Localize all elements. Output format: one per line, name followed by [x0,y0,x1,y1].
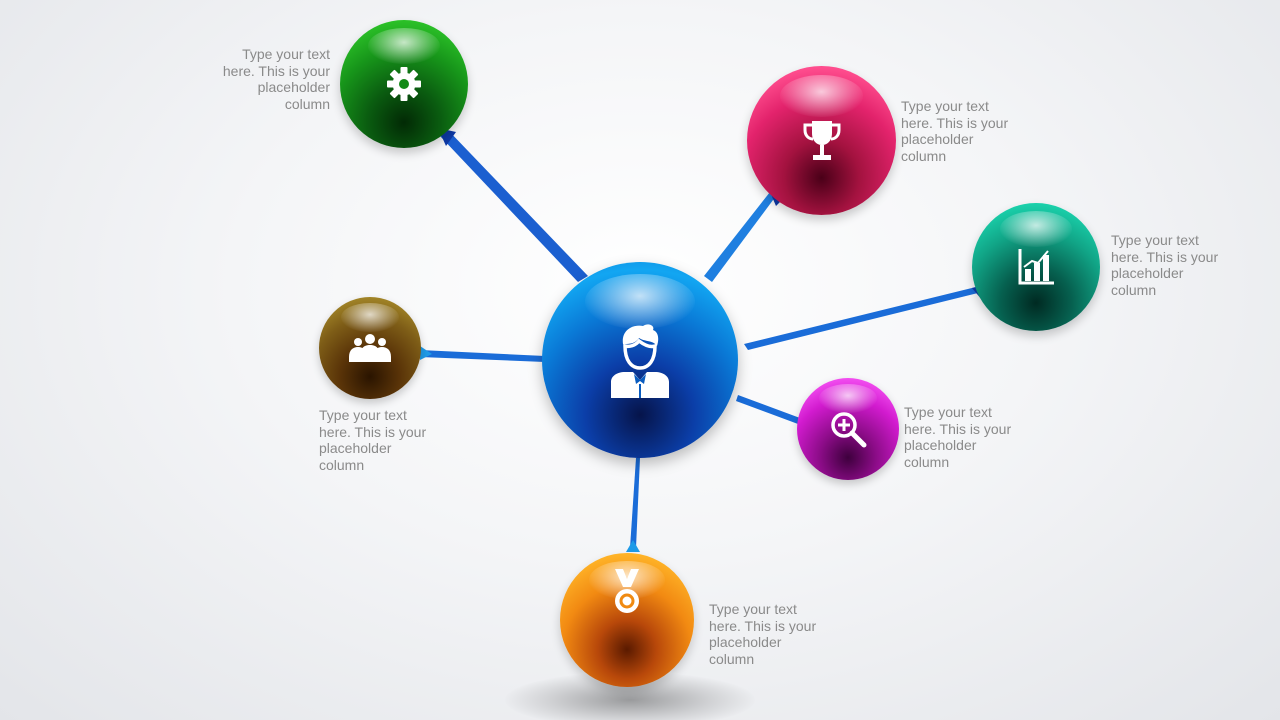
connector-award [630,458,640,548]
zoom-shine [819,384,877,413]
zoom-in-icon [829,410,867,448]
node-award[interactable] [560,553,694,687]
chart-shine [1000,210,1072,247]
medal-icon [613,569,641,615]
label-trophy: Type your text here. This is your placeh… [901,98,1009,164]
hub-shine [585,273,695,329]
trophy-icon [802,119,842,163]
connector-team [420,350,545,362]
connector-chart [744,286,982,350]
team-shine [341,303,399,332]
connector-award-tip [626,540,640,552]
bar-chart-icon [1018,249,1054,285]
node-settings[interactable] [340,20,468,148]
gear-icon [386,66,422,102]
label-team: Type your text here. This is your placeh… [319,407,427,473]
hub-node[interactable] [542,262,738,458]
settings-shine [368,27,440,64]
person-icon [609,322,671,398]
connector-trophy [704,192,776,282]
team-icon [349,333,391,363]
trophy-shine [779,74,864,117]
connector-settings [440,128,588,282]
label-settings: Type your text here. This is your placeh… [222,46,330,112]
label-award: Type your text here. This is your placeh… [709,601,817,667]
node-zoom[interactable] [797,378,899,480]
connector-zoom [736,395,800,424]
label-zoom: Type your text here. This is your placeh… [904,404,1012,470]
connector-team-tip [420,346,432,360]
node-trophy[interactable] [747,66,896,215]
label-chart: Type your text here. This is your placeh… [1111,232,1219,298]
node-team[interactable] [319,297,421,399]
node-chart[interactable] [972,203,1100,331]
